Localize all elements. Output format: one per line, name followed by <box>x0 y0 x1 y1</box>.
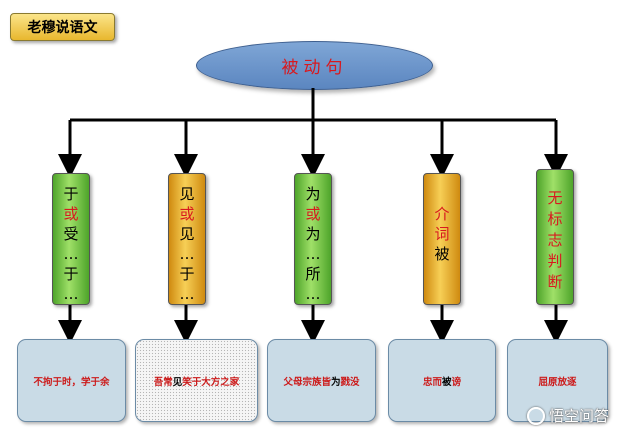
example-text: 不拘于时，学于余 <box>33 374 109 388</box>
branch-char: 见 <box>179 225 195 243</box>
branch-char: … <box>63 285 79 303</box>
branch-char: 志 <box>547 231 563 249</box>
example-no-marker: 屈原放逐 <box>507 339 608 422</box>
branch-char: … <box>305 285 321 303</box>
example-segment: 见 <box>172 376 183 388</box>
branch-no-marker: 无标志判断 <box>536 169 574 305</box>
branch-char: 被 <box>434 245 450 263</box>
branch-char: 为 <box>305 185 321 203</box>
example-segment: 谤 <box>451 376 462 388</box>
branch-char: 或 <box>63 205 79 223</box>
watermark: 悟空问答 <box>526 405 609 426</box>
branch-wei: 为或为 … 所 … <box>294 173 332 305</box>
example-segment: 忠而 <box>422 376 442 388</box>
branch-char: … <box>305 245 321 263</box>
example-jian: 吾常见笑于大方之家 <box>135 339 258 422</box>
brand-badge: 老穆说语文 <box>10 13 115 41</box>
watermark-text: 悟空问答 <box>548 407 609 425</box>
branch-bei: 介词被 <box>423 173 461 305</box>
branch-jian: 见或见 … 于 … <box>168 173 206 305</box>
branch-char: … <box>179 245 195 263</box>
branch-char: 断 <box>547 273 563 291</box>
example-segment: 屈原放逐 <box>538 376 577 388</box>
example-segment: 不拘于时，学于余 <box>33 376 110 388</box>
watermark-logo-icon <box>526 406 545 425</box>
branch-char: 受 <box>63 225 79 243</box>
example-text: 屈原放逐 <box>538 374 576 388</box>
branch-char: 词 <box>434 225 450 243</box>
branch-char: … <box>63 245 79 263</box>
example-text: 忠而被谤 <box>423 374 461 388</box>
example-segment: 吾常 <box>153 376 173 388</box>
example-segment: 为 <box>330 376 341 388</box>
branch-char: 为 <box>305 225 321 243</box>
branch-char: 介 <box>434 205 450 223</box>
example-segment: 戮没 <box>340 376 360 388</box>
branch-char: 无 <box>547 189 563 207</box>
example-bei: 忠而被谤 <box>388 339 496 422</box>
example-text: 父母宗族皆为戮没 <box>283 374 359 388</box>
branch-char: 于 <box>179 265 195 283</box>
example-yu: 不拘于时，学于余 <box>17 339 126 422</box>
branch-yu: 于或受…于… <box>52 173 90 305</box>
branch-char: 于 <box>63 185 79 203</box>
example-segment: 被 <box>441 376 452 388</box>
branch-char: 见 <box>179 185 195 203</box>
branch-char: 或 <box>305 205 321 223</box>
branch-char: 判 <box>547 252 563 270</box>
example-wei: 父母宗族皆为戮没 <box>267 339 376 422</box>
branch-char: 于 <box>63 265 79 283</box>
branch-char: … <box>179 285 195 303</box>
example-segment: 笑于大方之家 <box>182 376 240 388</box>
branch-char: 或 <box>179 205 195 223</box>
branch-char: 所 <box>305 265 321 283</box>
example-text: 吾常见笑于大方之家 <box>154 374 240 388</box>
example-segment: 父母宗族皆 <box>283 376 331 388</box>
branch-char: 标 <box>547 210 563 228</box>
